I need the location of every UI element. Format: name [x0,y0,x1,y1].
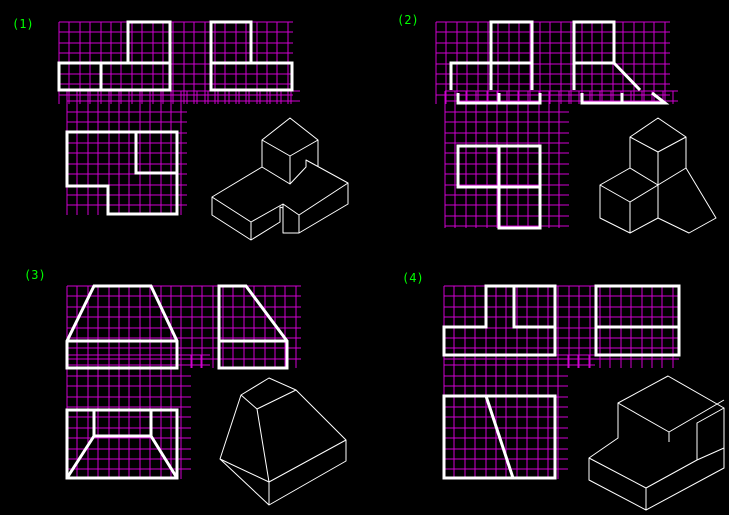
exercise-3: (3) [24,268,347,506]
grid-lines [567,354,595,368]
exercise-2: (2) [397,13,717,234]
isometric-view [588,375,725,511]
isometric-view [211,117,349,241]
top-view [65,130,179,216]
side-view-bottom [580,91,670,105]
side-view [594,284,681,357]
top-view [65,408,179,480]
isometric-view [219,377,347,506]
isometric-view [599,117,717,234]
grid-top-view [66,90,187,215]
top-view [456,144,542,230]
grid-strip [186,90,300,104]
grid-strip [190,354,210,368]
grid-front-side-view [66,285,301,368]
exercise-1: (1) [12,17,349,241]
grid-lines [66,285,301,368]
grid-strip [567,354,595,368]
side-view [217,284,289,370]
top-view [442,394,557,480]
side-view [209,20,294,92]
exercise-label: (2) [397,13,419,27]
exercise-label: (4) [402,271,424,285]
front-view [57,20,172,92]
front-view-bottom [456,93,542,105]
exercise-4: (4) [402,271,725,511]
grid-lines [444,90,569,228]
front-view [449,20,534,90]
grid-top-view [444,90,569,228]
front-view [442,284,557,357]
side-view [572,20,642,92]
grid-top-view [66,354,191,479]
exercise-label: (3) [24,268,46,282]
grid-lines [186,90,300,104]
grid-lines [66,90,187,215]
grid-lines [66,354,191,479]
exercise-label: (1) [12,17,34,31]
grid-lines [190,354,210,368]
front-view [65,284,179,370]
